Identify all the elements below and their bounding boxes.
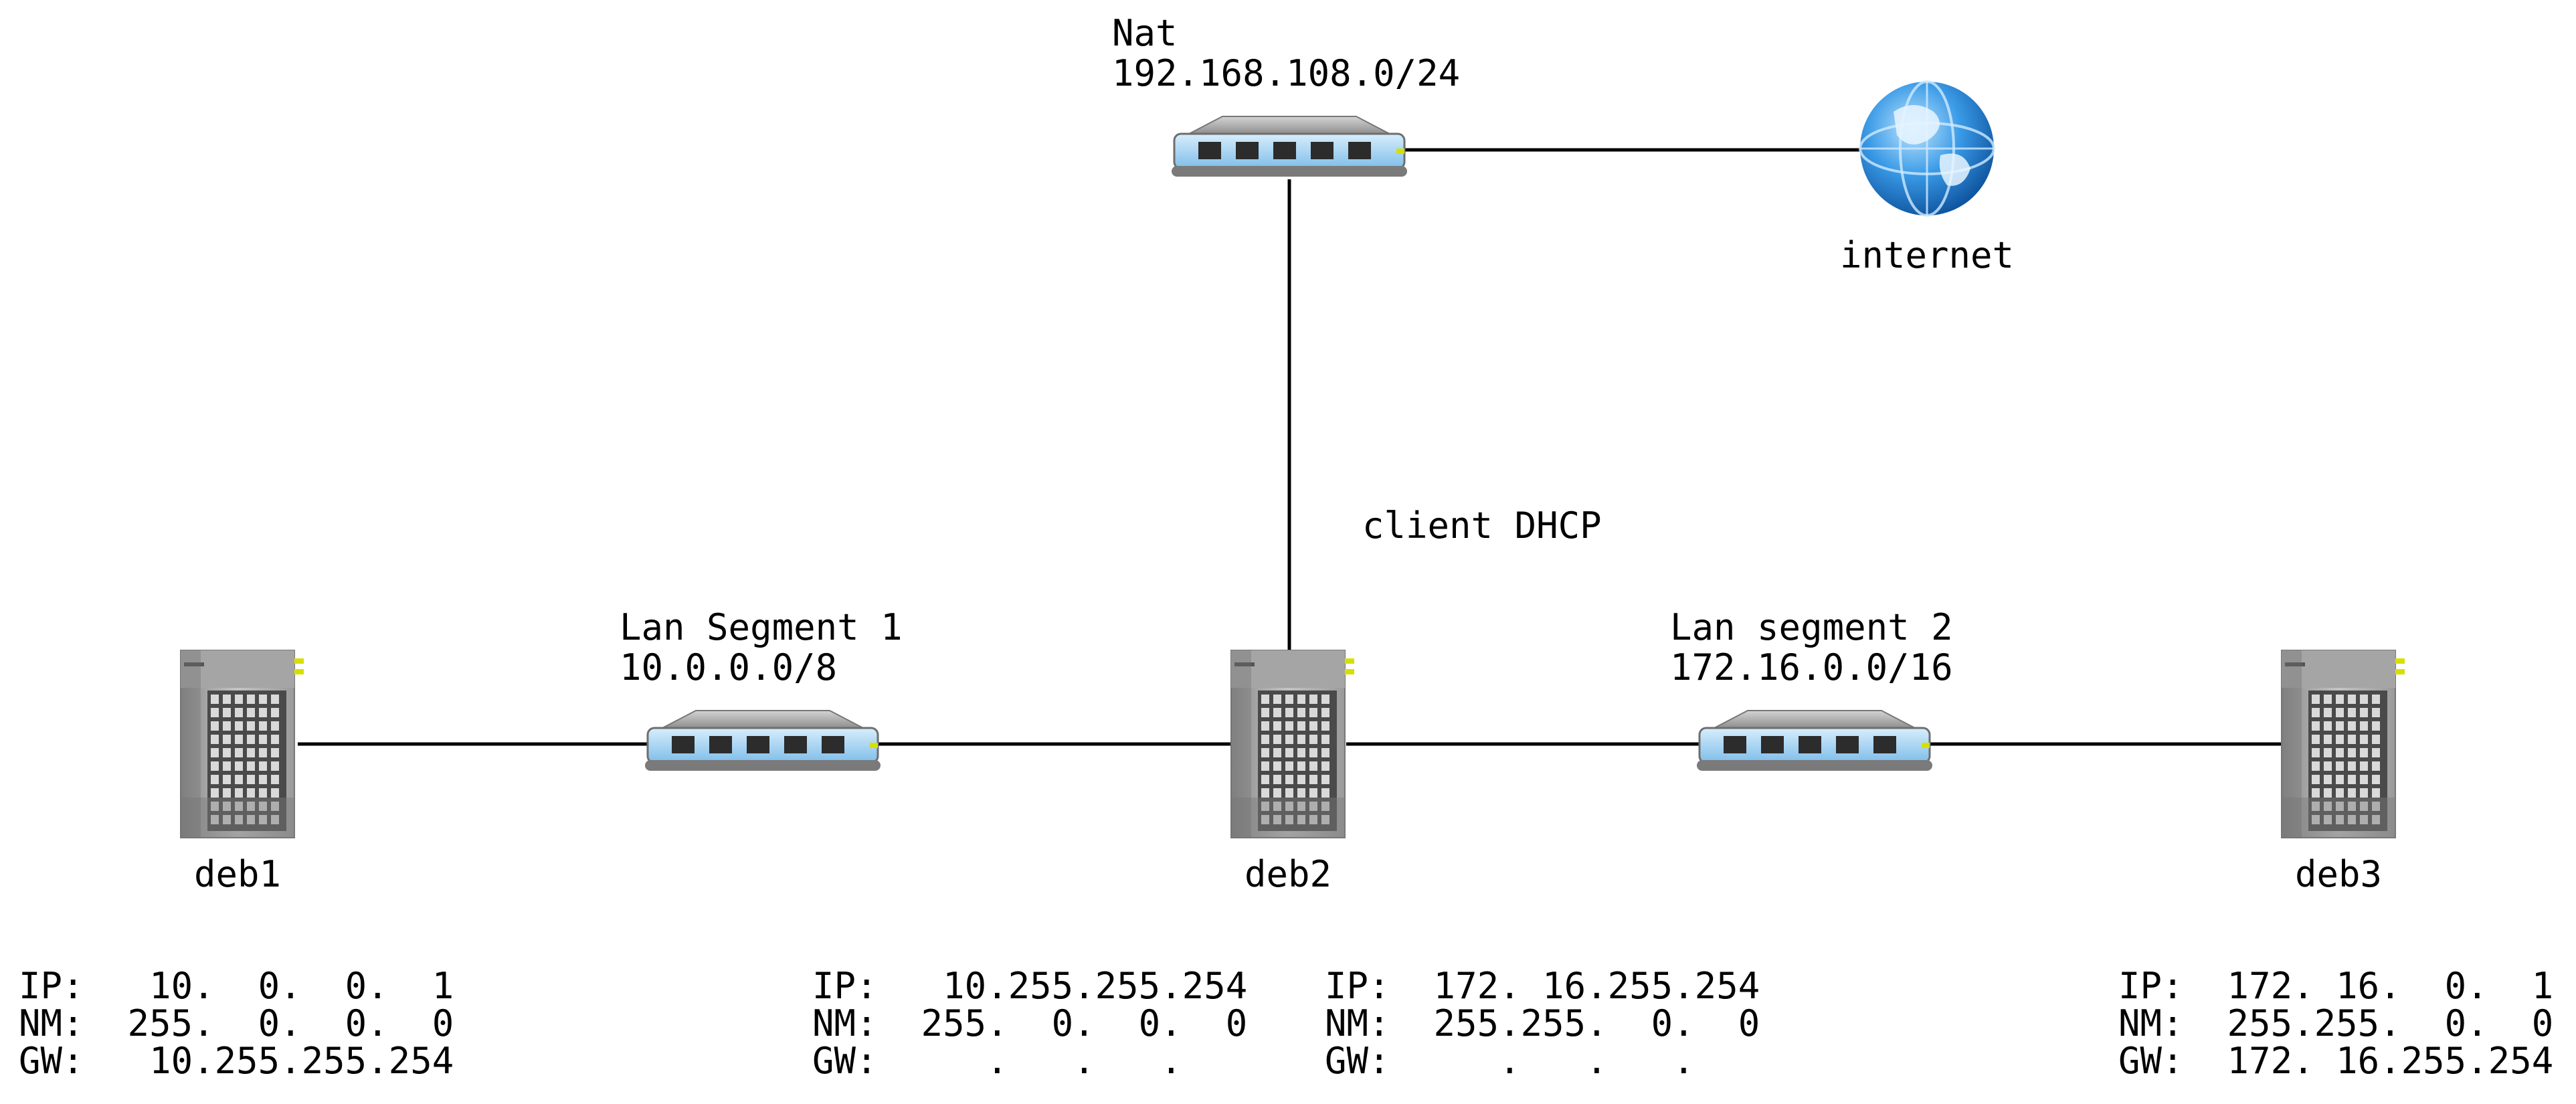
lan2-subnet-label: 172.16.0.0/16 [1670,646,1953,688]
deb3-nm-line: NM: 255.255. 0. 0 [2118,1002,2553,1044]
deb1-gw-line: GW: 10.255.255.254 [19,1040,454,1082]
deb3-ip-line: IP: 172. 16. 0. 1 [2118,965,2553,1007]
deb3-label: deb3 [2295,853,2382,895]
deb1-label: deb1 [194,853,281,895]
deb2-lan2-nm-line: NM: 255.255. 0. 0 [1325,1002,1760,1044]
nat-switch-icon[interactable] [1170,115,1408,178]
deb1-nm-line: NM: 255. 0. 0. 0 [19,1002,454,1044]
lan1-subnet-label: 10.0.0.0/8 [620,646,837,688]
deb2-lan1-ip-line: IP: 10.255.255.254 [812,965,1247,1007]
deb1-ip-line: IP: 10. 0. 0. 1 [19,965,454,1007]
deb3-gw-line: GW: 172. 16.255.254 [2118,1040,2553,1082]
deb2-lan1-gw-line: GW: . . . [812,1040,1247,1082]
deb2-label: deb2 [1245,853,1331,895]
internet-label: internet [1840,234,2014,276]
deb2-lan1-nm-line: NM: 255. 0. 0. 0 [812,1002,1247,1044]
lan2-switch-icon[interactable] [1695,709,1934,772]
deb1-server-icon[interactable] [180,650,304,838]
globe-icon[interactable] [1859,80,1995,217]
lan2-name-label: Lan segment 2 [1670,606,1953,648]
deb2-lan2-gw-line: GW: . . . [1325,1040,1760,1082]
nat-name-label: Nat [1112,12,1178,54]
lan1-switch-icon[interactable] [644,709,882,772]
deb2-lan2-ip-line: IP: 172. 16.255.254 [1325,965,1760,1007]
lan1-name-label: Lan Segment 1 [620,606,903,648]
nat-subnet-label: 192.168.108.0/24 [1112,52,1460,94]
dhcp-annotation: client DHCP [1362,504,1602,547]
deb3-server-icon[interactable] [2281,650,2405,838]
deb2-server-icon[interactable] [1230,650,1355,838]
